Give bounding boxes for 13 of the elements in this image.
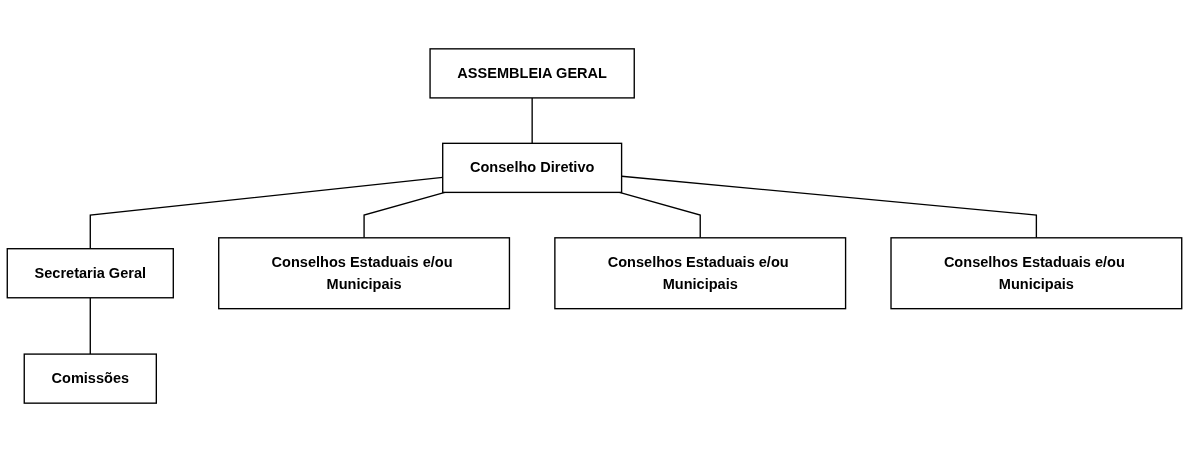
node-box: Conselhos Estaduais e/ou Municipais xyxy=(554,237,847,310)
node-box: Conselhos Estaduais e/ou Municipais xyxy=(890,237,1183,310)
node-box: Conselho Diretivo xyxy=(442,142,623,194)
connector xyxy=(618,191,701,239)
connector xyxy=(531,97,533,144)
connector xyxy=(89,176,444,250)
connector xyxy=(363,191,446,239)
connector xyxy=(89,297,91,355)
connector xyxy=(620,175,1038,239)
node-box: ASSEMBLEIA GERAL xyxy=(429,48,635,99)
node-box: Conselhos Estaduais e/ou Municipais xyxy=(218,237,511,310)
node-box: Comissões xyxy=(23,353,157,404)
node-box: Secretaria Geral xyxy=(6,248,174,299)
